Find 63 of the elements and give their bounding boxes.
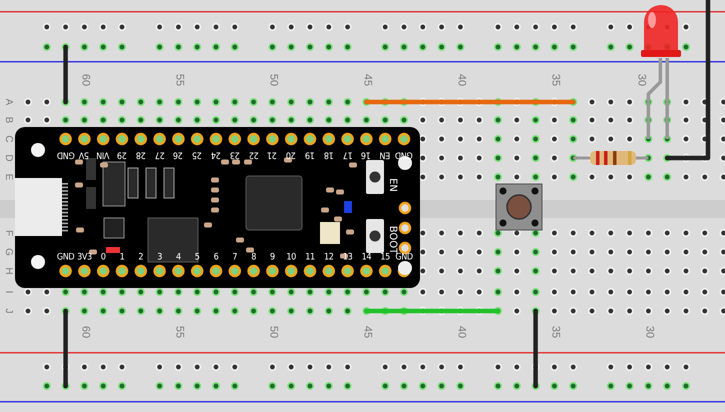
pin-label: 10	[286, 254, 296, 262]
pin-label: 12	[324, 254, 334, 262]
pin-label: 19	[305, 150, 315, 158]
column-number: 40	[456, 74, 467, 86]
column-number: 55	[174, 326, 185, 338]
pin-label: 2	[138, 254, 144, 262]
pin-label: 5	[194, 254, 200, 262]
pin-label: 0	[100, 254, 106, 262]
column-number: 40	[456, 326, 467, 338]
button-label: EN	[387, 178, 397, 192]
pin-label: GND	[56, 254, 74, 262]
pin-label: 21	[268, 150, 278, 158]
pin-label: 29	[117, 150, 127, 158]
column-number: 55	[174, 74, 185, 86]
column-number: 60	[80, 326, 91, 338]
row-letter: F	[3, 230, 13, 236]
pin-label: 5V	[79, 150, 90, 158]
row-letter: J	[3, 308, 13, 314]
column-number: 50	[268, 74, 279, 86]
row-letter: I	[3, 290, 13, 294]
column-number: 45	[362, 326, 373, 338]
pin-label: 25	[192, 150, 202, 158]
pin-label: 26	[174, 150, 184, 158]
row-letter: H	[3, 267, 13, 275]
pin-label: 17	[342, 150, 352, 158]
pin-label: 15	[380, 254, 390, 262]
pin-label: EN	[380, 150, 390, 158]
row-letter: D	[3, 154, 13, 162]
pin-label: 3	[157, 254, 162, 262]
pin-label: 24	[211, 150, 221, 158]
pin-label: 27	[154, 150, 164, 158]
pin-label: 1	[120, 254, 124, 262]
pin-label: 3V3	[77, 254, 92, 262]
pin-label: 18	[324, 150, 334, 158]
pin-label: 13	[342, 254, 352, 262]
column-number: 35	[550, 326, 561, 338]
column-number: 60	[80, 74, 91, 86]
pin-label: 14	[362, 254, 372, 262]
pin-label: 6	[214, 254, 218, 262]
pin-label: 22	[248, 150, 258, 158]
column-number: 30	[636, 74, 647, 86]
pin-label: GND	[395, 254, 413, 262]
pin-label: 23	[230, 150, 240, 158]
row-letter: B	[3, 116, 13, 124]
column-number: 35	[550, 74, 561, 86]
pin-label: 4	[176, 254, 181, 262]
pin-label: 16	[362, 150, 372, 158]
row-letter: G	[3, 248, 13, 256]
column-number: 30	[644, 326, 655, 338]
pin-label: 7	[232, 254, 238, 262]
button-label: BOOT	[387, 226, 397, 254]
column-number: 50	[268, 326, 279, 338]
pin-label: GND	[56, 150, 74, 158]
column-number: 45	[362, 74, 373, 86]
row-letter: A	[3, 98, 13, 106]
pin-label: 20	[286, 150, 296, 158]
pin-label: 11	[305, 254, 315, 262]
pin-label: 9	[270, 254, 275, 262]
pin-label: 28	[136, 150, 146, 158]
row-letter: E	[3, 174, 13, 180]
row-letter: C	[3, 135, 13, 143]
pin-label: VIN	[96, 150, 110, 158]
pin-label: 8	[251, 254, 256, 262]
